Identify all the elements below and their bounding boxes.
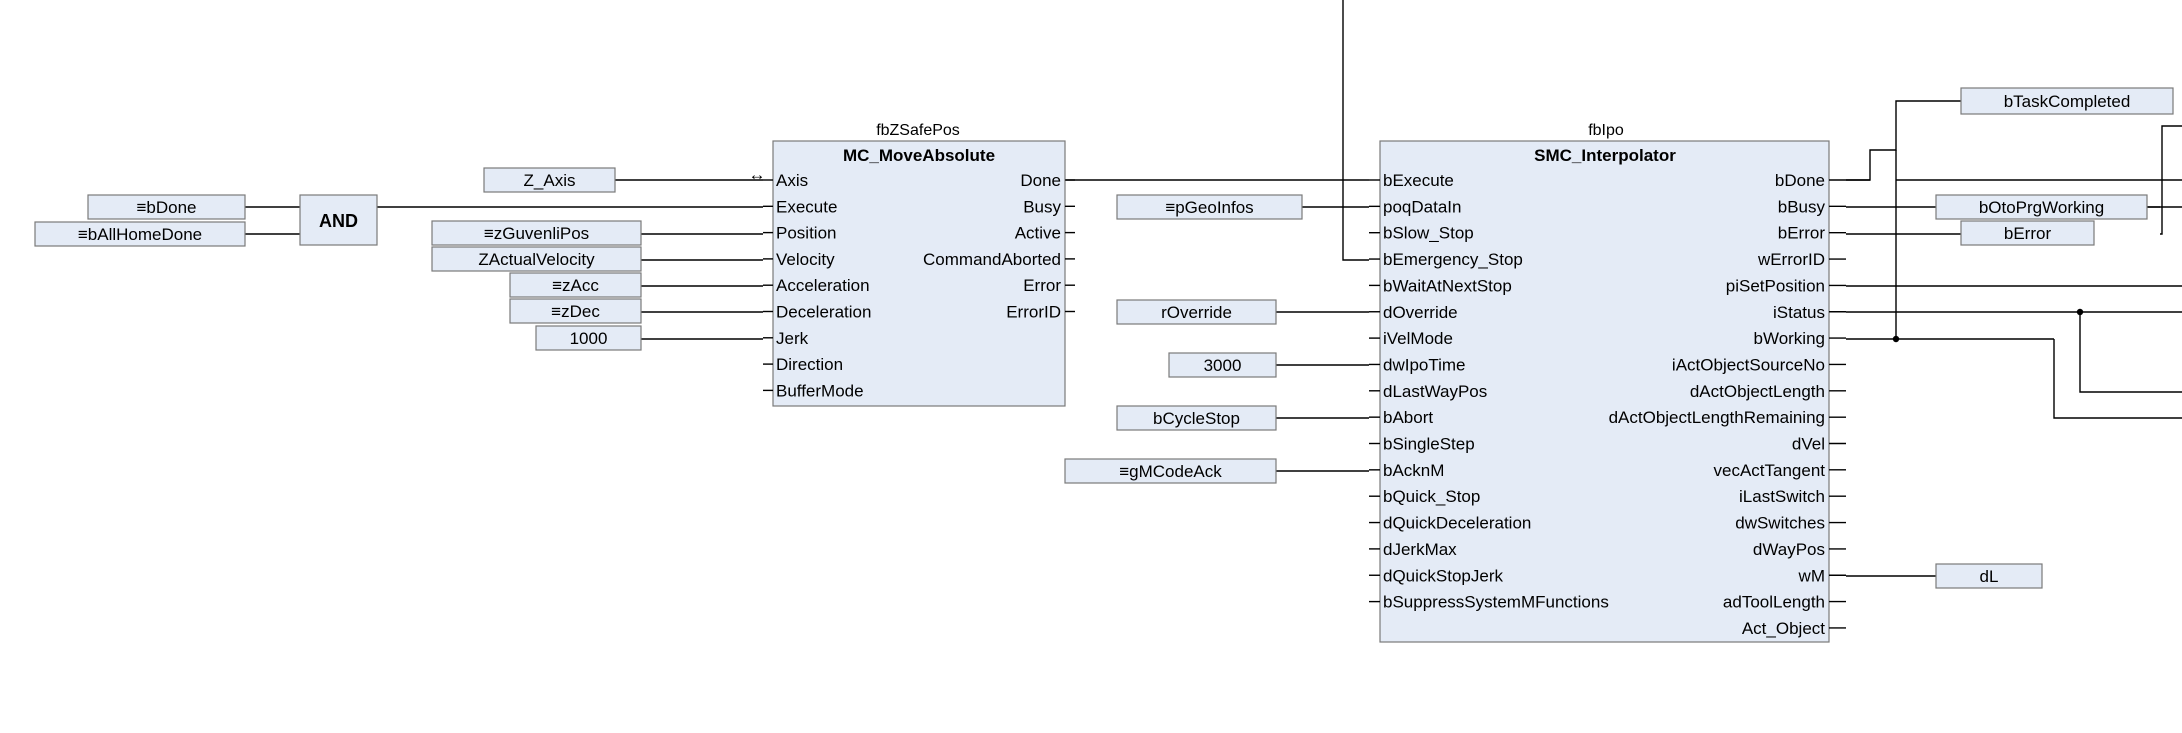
fb1-output-pin[interactable]: Done — [1020, 171, 1061, 190]
fb1-input-var[interactable]: ≡zAcc — [509, 272, 642, 298]
var-label: bCycleStop — [1153, 409, 1240, 428]
fb2-output-var[interactable]: dL — [1935, 563, 2043, 589]
fb2-output-pin[interactable]: dVel — [1792, 435, 1825, 454]
and-input-var[interactable]: ≡bDone — [87, 194, 246, 220]
fb2-output-pin[interactable]: bWorking — [1754, 329, 1826, 348]
fb2-input-pin[interactable]: dQuickStopJerk — [1383, 566, 1503, 585]
fb1-input-pin[interactable]: Velocity — [776, 250, 835, 269]
and-input-label: ≡bAllHomeDone — [78, 225, 202, 244]
fb1-block[interactable]: MC_MoveAbsolute — [772, 140, 1066, 407]
var-label: ≡zDec — [551, 302, 600, 321]
fb2-output-pin[interactable]: dActObjectLengthRemaining — [1609, 408, 1825, 427]
fb2-input-var[interactable]: bCycleStop — [1116, 405, 1277, 431]
fb1-instance-name: fbZSafePos — [876, 122, 960, 139]
fb2-input-pin[interactable]: dwIpoTime — [1383, 355, 1466, 374]
fb1-input-pin[interactable]: Acceleration — [776, 276, 870, 295]
fb2-input-pin[interactable]: iVelMode — [1383, 329, 1453, 348]
var-label: dL — [1980, 567, 1999, 586]
fb2-input-var[interactable]: ≡gMCodeAck — [1064, 458, 1277, 484]
fb2-input-var[interactable]: rOverride — [1116, 299, 1277, 325]
fb1-input-var[interactable]: ≡zDec — [509, 298, 642, 324]
fb1-output-pin[interactable]: CommandAborted — [923, 250, 1061, 269]
var-label: ≡zAcc — [552, 276, 599, 295]
junction-dot — [1892, 335, 1900, 343]
var-label: ≡pGeoInfos — [1165, 198, 1253, 217]
var-label: bTaskCompleted — [2004, 92, 2131, 111]
fb2-output-var[interactable]: bError — [1960, 220, 2095, 246]
fb1-input-pin[interactable]: Deceleration — [776, 303, 871, 322]
and-input-label: ≡bDone — [136, 198, 196, 217]
var-label: ZActualVelocity — [478, 250, 595, 269]
fb1-input-pin[interactable]: Position — [776, 224, 836, 243]
and-block[interactable]: AND — [299, 194, 378, 246]
fb2-output-var[interactable]: bTaskCompleted — [1960, 87, 2174, 115]
fb2-input-pin[interactable]: dLastWayPos — [1383, 382, 1487, 401]
fb2-output-pin[interactable]: dWayPos — [1753, 540, 1825, 559]
fb2-input-pin[interactable]: bWaitAtNextStop — [1383, 276, 1512, 295]
var-label: Z_Axis — [524, 171, 576, 190]
fb2-output-pin[interactable]: wErrorID — [1757, 250, 1825, 269]
fb2-input-pin[interactable]: bSuppressSystemMFunctions — [1383, 593, 1609, 612]
fb1-output-pin[interactable]: Error — [1023, 276, 1061, 295]
fb1-input-var[interactable]: Z_Axis — [483, 167, 616, 193]
fb2-output-pin[interactable]: piSetPosition — [1726, 276, 1825, 295]
fb1-input-pin[interactable]: Direction — [776, 355, 843, 374]
fb1-input-var[interactable]: 1000 — [535, 325, 642, 351]
fb2-input-var[interactable]: 3000 — [1168, 352, 1277, 378]
fb2-input-pin[interactable]: bSlow_Stop — [1383, 224, 1474, 243]
fb2-output-pin[interactable]: dActObjectLength — [1690, 382, 1825, 401]
fb2-output-pin[interactable]: bBusy — [1778, 197, 1826, 216]
fb2-input-pin[interactable]: bQuick_Stop — [1383, 487, 1480, 506]
var-label: ≡zGuvenliPos — [484, 224, 589, 243]
fb1-input-pin[interactable]: Axis — [776, 171, 808, 190]
fb2-input-pin[interactable]: dJerkMax — [1383, 540, 1457, 559]
var-label: bOtoPrgWorking — [1979, 198, 2104, 217]
fb2-output-pin[interactable]: bError — [1778, 224, 1826, 243]
fb2-input-var[interactable]: ≡pGeoInfos — [1116, 194, 1303, 220]
and-label: AND — [319, 211, 358, 231]
fb2-output-pin[interactable]: iLastSwitch — [1739, 487, 1825, 506]
fb2-output-pin[interactable]: iActObjectSourceNo — [1672, 355, 1825, 374]
fb2-block[interactable]: SMC_Interpolator — [1379, 140, 1830, 643]
fb1-input-var[interactable]: ZActualVelocity — [431, 246, 642, 272]
fb2-input-pin[interactable]: poqDataIn — [1383, 197, 1461, 216]
axis-marker-icon: ↔ — [749, 165, 766, 184]
fb2-input-pin[interactable]: bExecute — [1383, 171, 1454, 190]
fb1-output-pin[interactable]: Busy — [1023, 197, 1061, 216]
fb2-input-pin[interactable]: dOverride — [1383, 303, 1458, 322]
fb2-type-name: SMC_Interpolator — [1534, 146, 1676, 165]
fb2-input-pin[interactable]: bAbort — [1383, 408, 1433, 427]
fb2-output-var[interactable]: bOtoPrgWorking — [1935, 194, 2148, 220]
fb2-input-pin[interactable]: bAcknM — [1383, 461, 1444, 480]
var-label: rOverride — [1161, 303, 1232, 322]
fb1-input-pin[interactable]: Jerk — [776, 329, 809, 348]
fb2-input-pin[interactable]: bSingleStep — [1383, 435, 1475, 454]
fb1-output-pin[interactable]: ErrorID — [1006, 303, 1061, 322]
fb1-input-var[interactable]: ≡zGuvenliPos — [431, 220, 642, 246]
fb1-output-pin[interactable]: Active — [1015, 224, 1061, 243]
fb2-instance-name: fbIpo — [1588, 122, 1624, 139]
junction-dot — [2076, 308, 2084, 316]
fb1-type-name: MC_MoveAbsolute — [843, 146, 995, 165]
fb1-input-pin[interactable]: BufferMode — [776, 381, 864, 400]
wires — [245, 0, 2182, 577]
fb2-output-pin[interactable]: vecActTangent — [1713, 461, 1825, 480]
fb2-output-pin[interactable]: bDone — [1775, 171, 1825, 190]
var-label: bError — [2004, 224, 2052, 243]
fb2-output-pin[interactable]: adToolLength — [1723, 593, 1825, 612]
fb2-output-pin[interactable]: dwSwitches — [1735, 514, 1825, 533]
fb1-input-pin[interactable]: Execute — [776, 197, 837, 216]
fb2-output-pin[interactable]: iStatus — [1773, 303, 1825, 322]
and-input-var[interactable]: ≡bAllHomeDone — [34, 221, 246, 247]
fb2-input-pin[interactable]: bEmergency_Stop — [1383, 250, 1523, 269]
var-label: 1000 — [570, 329, 608, 348]
fb2-input-pin[interactable]: dQuickDeceleration — [1383, 514, 1531, 533]
var-label: ≡gMCodeAck — [1119, 462, 1222, 481]
fb2-output-pin[interactable]: wM — [1798, 566, 1825, 585]
var-label: 3000 — [1204, 356, 1242, 375]
fb2-output-pin[interactable]: Act_Object — [1742, 619, 1825, 638]
